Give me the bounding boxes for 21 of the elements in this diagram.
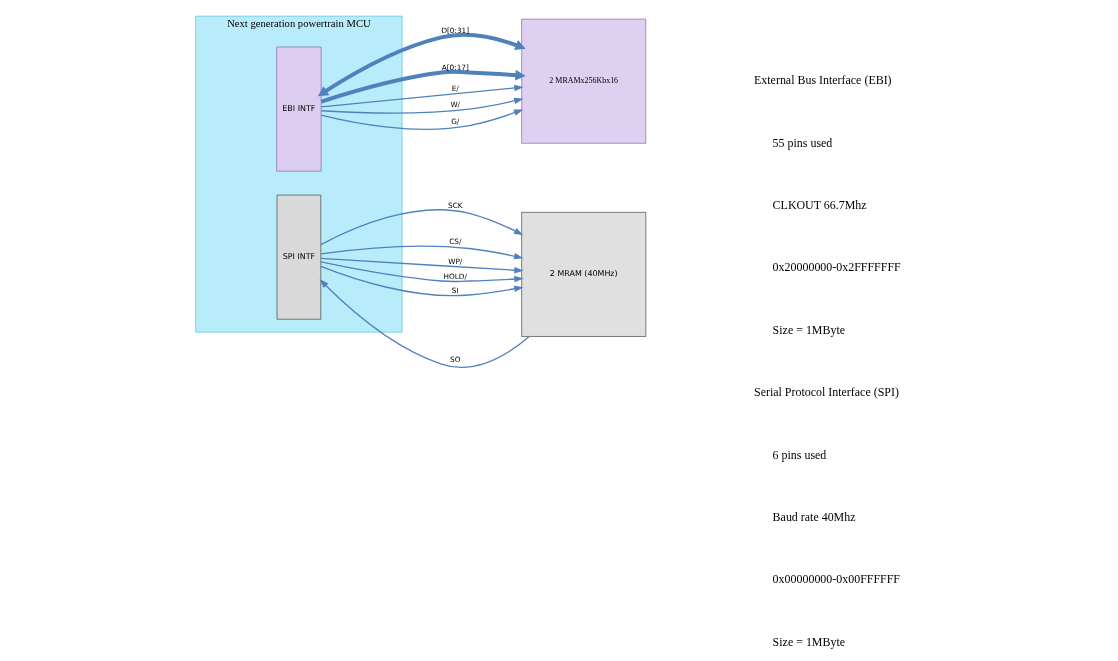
- arrow: [319, 209, 523, 246]
- label: 55 pins used: [772, 135, 832, 150]
- arrow: [319, 261, 524, 283]
- arrow: [320, 109, 523, 130]
- label: 0x00000000-0x00FFFFFF: [772, 572, 900, 587]
- arrow: [320, 69, 526, 104]
- label: CLKOUT 66.7Mhz: [772, 197, 867, 212]
- label: Serial Protocol Interface (SPI): [753, 385, 899, 400]
- label: 0x20000000-0x2FFFFFFF: [772, 260, 901, 275]
- label: Size = 1MByte: [772, 634, 845, 649]
- arrow: [318, 279, 530, 368]
- label: Baud rate 40Mhz: [772, 509, 855, 524]
- arrow: [319, 245, 523, 260]
- arrow: [317, 32, 526, 97]
- label: External Bus Interface (EBI): [753, 73, 892, 88]
- label: Size = 1MByte: [772, 322, 845, 337]
- arrow: [319, 257, 524, 274]
- arrow: [320, 97, 523, 114]
- label: 6 pins used: [772, 447, 826, 462]
- arrow: [320, 84, 524, 108]
- arrow: [319, 265, 524, 297]
